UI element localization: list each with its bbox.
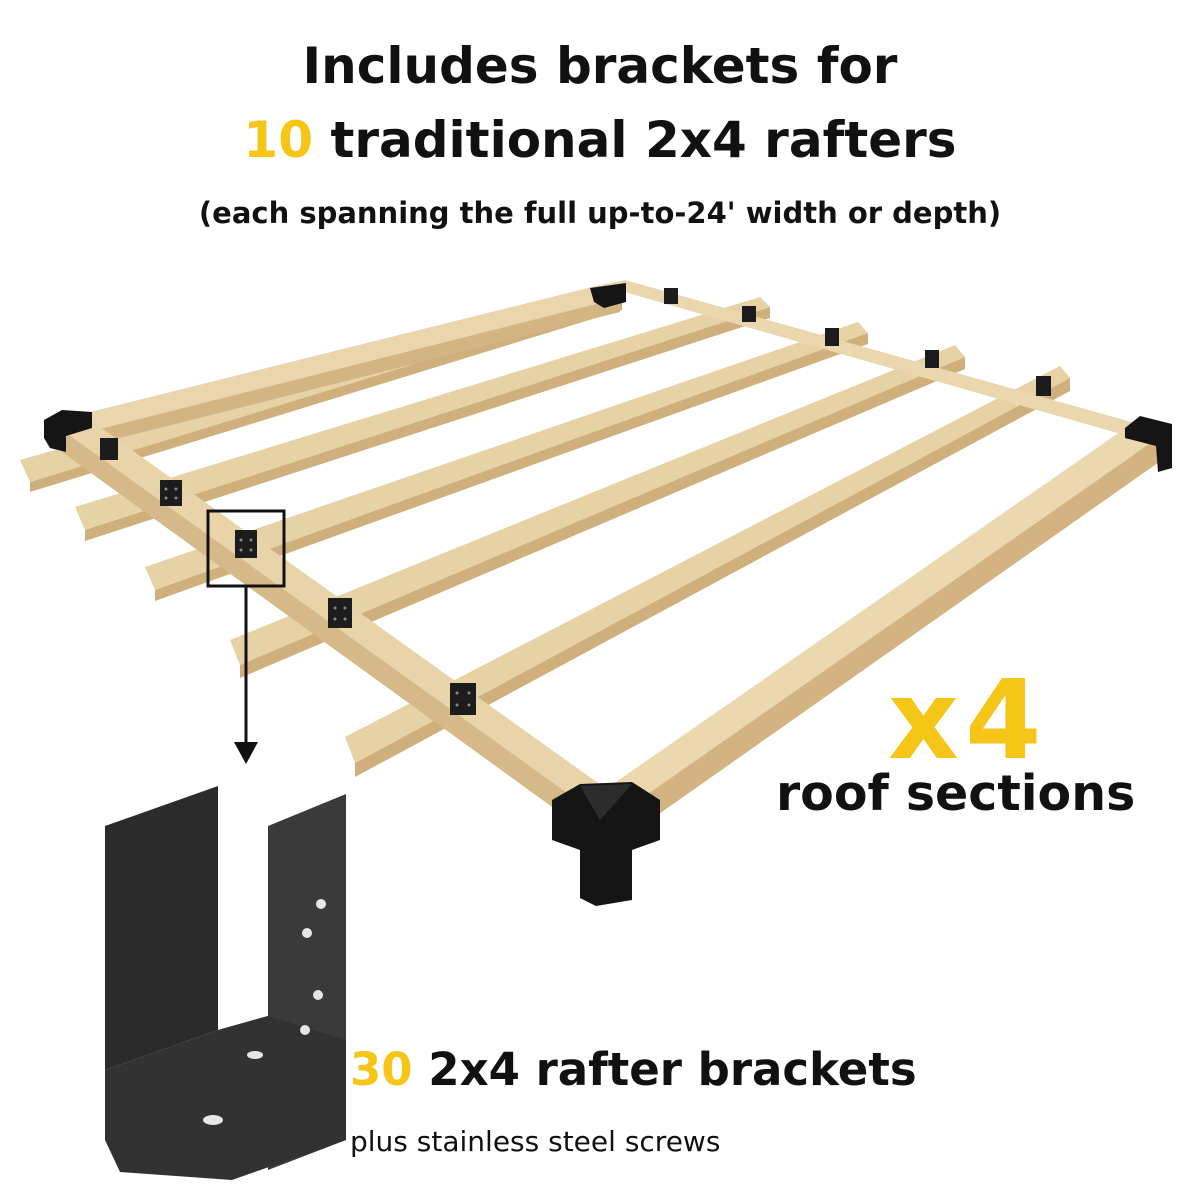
screw-hole	[247, 1051, 263, 1059]
screw-hole	[313, 990, 323, 1000]
bracket-count: 30	[350, 1043, 413, 1096]
rafter-hanger	[328, 598, 352, 628]
rafter-hanger	[925, 350, 939, 368]
corner-bracket-right	[1125, 416, 1172, 472]
headline-line-2: 10 traditional 2x4 rafters	[0, 108, 1200, 172]
rafter	[230, 345, 965, 678]
rafter	[345, 366, 1070, 777]
rafter-hanger	[100, 438, 118, 460]
bracket-count-line: 30 2x4 rafter brackets	[350, 1040, 917, 1100]
beam-back	[58, 285, 620, 448]
rafter-hanger	[235, 530, 257, 558]
rafter-count: 10	[243, 111, 314, 169]
rafter-hanger	[1036, 376, 1051, 396]
rafter-type: traditional 2x4 rafters	[330, 111, 957, 169]
rafter-bracket-closeup	[105, 786, 346, 1180]
rafter	[75, 297, 770, 541]
zoom-arrow-head	[234, 742, 258, 764]
headline-subtitle: (each spanning the full up-to-24' width …	[198, 196, 1002, 230]
rafter-hanger	[664, 288, 678, 304]
screw-hole	[302, 928, 312, 938]
rafter	[145, 322, 868, 601]
screw-hole	[203, 1115, 223, 1125]
section-label: roof sections	[776, 765, 1136, 822]
bracket-base	[105, 1016, 346, 1180]
corner-bracket-front	[552, 782, 660, 906]
rafter-hanger	[160, 480, 182, 506]
screws-note: plus stainless steel screws	[350, 1125, 721, 1158]
headline-line-1: Includes brackets for	[302, 37, 898, 95]
screw-hole	[316, 899, 326, 909]
rafter-hanger	[742, 306, 756, 322]
rafter-hanger	[825, 328, 839, 346]
beam-right	[600, 280, 1160, 462]
bracket-type: 2x4 rafter brackets	[428, 1043, 917, 1096]
corner-bracket-back-left	[44, 410, 92, 452]
section-multiplier: x4	[888, 656, 1048, 784]
rafter-hanger	[450, 683, 476, 715]
bracket-left-flange	[105, 786, 218, 1070]
corner-bracket-back	[590, 283, 626, 308]
hanger-screw-dots	[164, 487, 471, 707]
screw-hole	[300, 1025, 310, 1035]
